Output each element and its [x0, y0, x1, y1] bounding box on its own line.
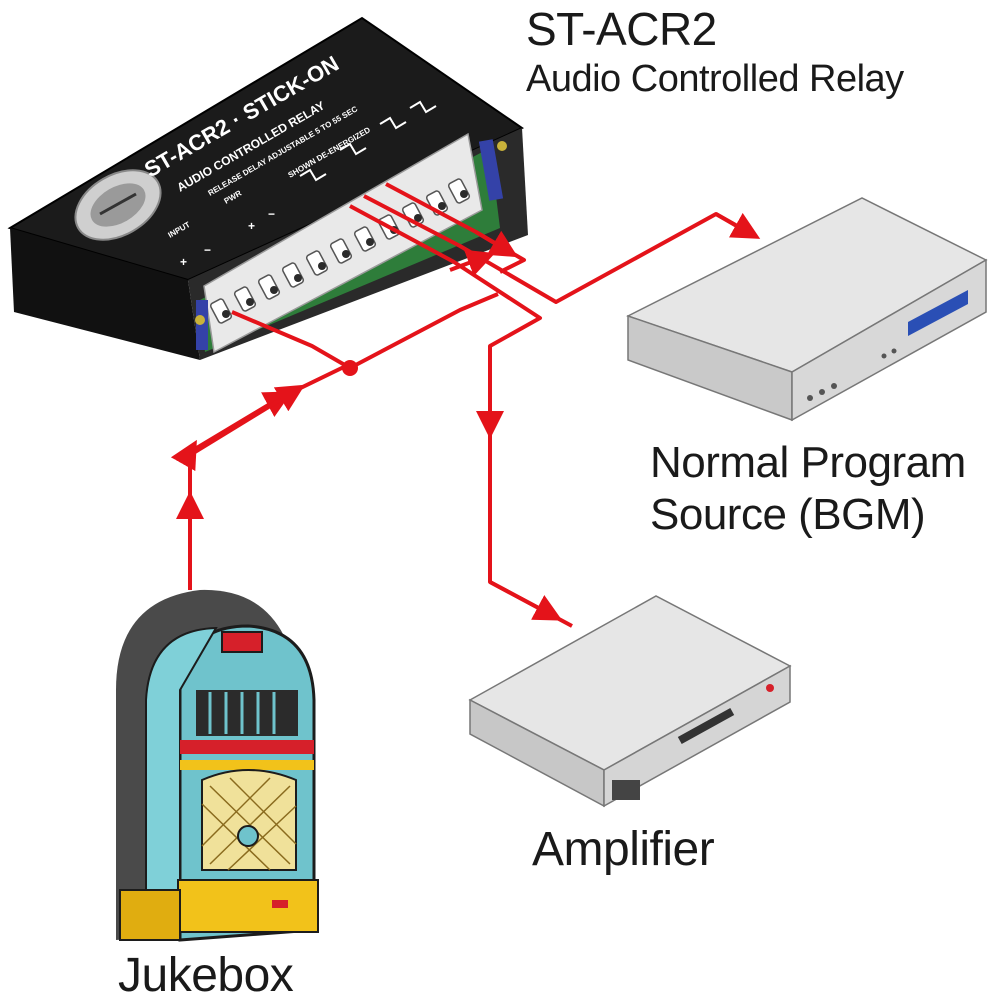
jukebox-icon	[116, 589, 319, 942]
bgm-source-unit	[626, 197, 988, 422]
jukebox-side	[145, 626, 218, 941]
jukebox-base	[177, 879, 319, 933]
bgm-side	[791, 258, 987, 422]
diagram-subtitle: Audio Controlled Relay	[526, 58, 904, 100]
signal-wires	[170, 182, 761, 628]
wire-jukebox-up	[170, 362, 351, 590]
jukebox-speaker	[237, 825, 259, 847]
amp-side	[603, 664, 791, 808]
pwr-plus: +	[248, 219, 255, 233]
jukebox-base-left	[119, 889, 181, 941]
wire-junction-dot	[342, 360, 358, 376]
jukebox-red-band-lower	[180, 760, 314, 770]
device-front-face	[10, 228, 200, 360]
blue-end-cap-right	[478, 139, 504, 201]
pwr-minus: −	[268, 207, 275, 221]
amplifier-label: Amplifier	[532, 823, 715, 876]
input-minus: −	[204, 243, 211, 257]
bgm-display	[908, 290, 968, 336]
relay-contact-symbols	[299, 100, 437, 182]
bgm-label-line1: Normal Program	[650, 438, 966, 487]
terminal-block	[203, 132, 483, 354]
wire-input-left	[231, 310, 352, 370]
screw-icon	[497, 141, 507, 151]
screw-icon	[195, 315, 205, 325]
blue-end-cap-left	[196, 300, 208, 350]
wire-input-right	[349, 292, 499, 370]
jukebox-window	[196, 690, 298, 736]
rdl-logo-badge	[74, 169, 162, 241]
jukebox-red-band-upper	[180, 740, 314, 754]
jukebox-label: Jukebox	[118, 949, 294, 1002]
st-acr2-device: ST-ACR2 · STICK-ON AUDIO CONTROLLED RELA…	[7, 16, 528, 360]
bgm-label-line2: Source (BGM)	[650, 490, 926, 539]
input-plus: +	[180, 255, 187, 269]
jukebox-top-badge	[221, 631, 263, 653]
amplifier-unit	[468, 595, 792, 808]
jukebox-grille	[201, 769, 297, 871]
diagram-title: ST-ACR2	[526, 3, 717, 55]
